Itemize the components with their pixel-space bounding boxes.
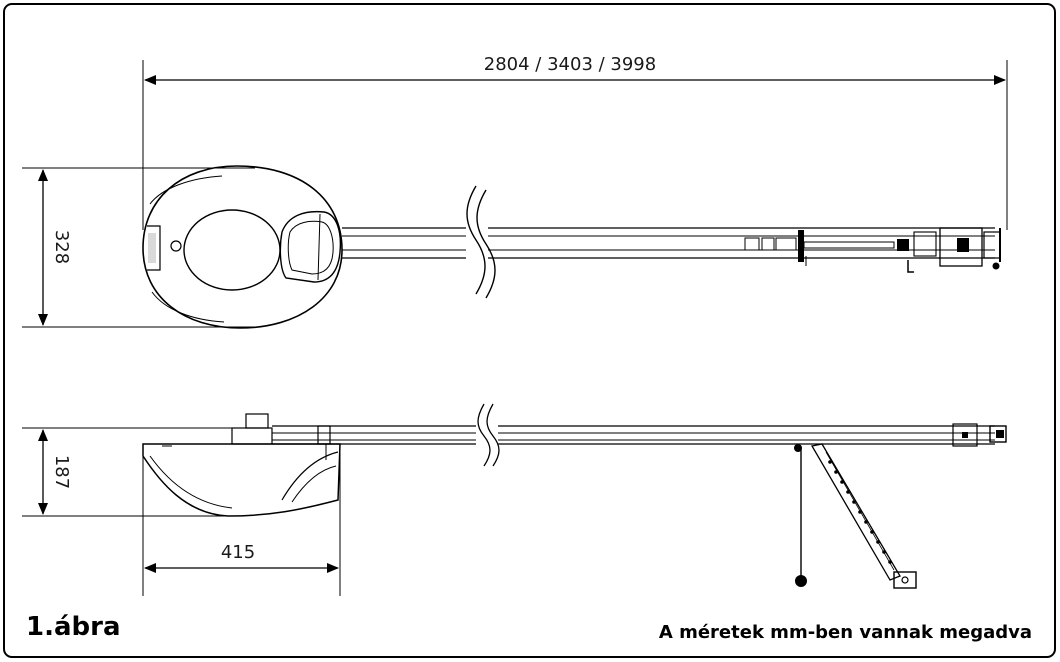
motor-depth-label: 415: [221, 542, 255, 563]
rail-top-view: [342, 185, 1001, 306]
drawing-border: [3, 3, 1056, 658]
units-note: A méretek mm-ben vannak megadva: [658, 622, 1032, 643]
motor-head-top-view: [142, 165, 343, 329]
motor-depth-dimension: 415: [142, 444, 341, 596]
overall-length-dimension: 2804 / 3403 / 3998: [142, 54, 1008, 230]
motor-width-dimension: 328: [22, 167, 255, 328]
motor-head-side-view: [142, 413, 341, 517]
overall-length-label: 2804 / 3403 / 3998: [484, 54, 656, 75]
figure-label: 1.ábra: [26, 612, 121, 642]
motor-height-label: 187: [51, 455, 72, 489]
motor-width-label: 328: [51, 230, 72, 264]
rail-side-view: [272, 400, 1007, 589]
motor-height-dimension: 187: [22, 427, 250, 517]
